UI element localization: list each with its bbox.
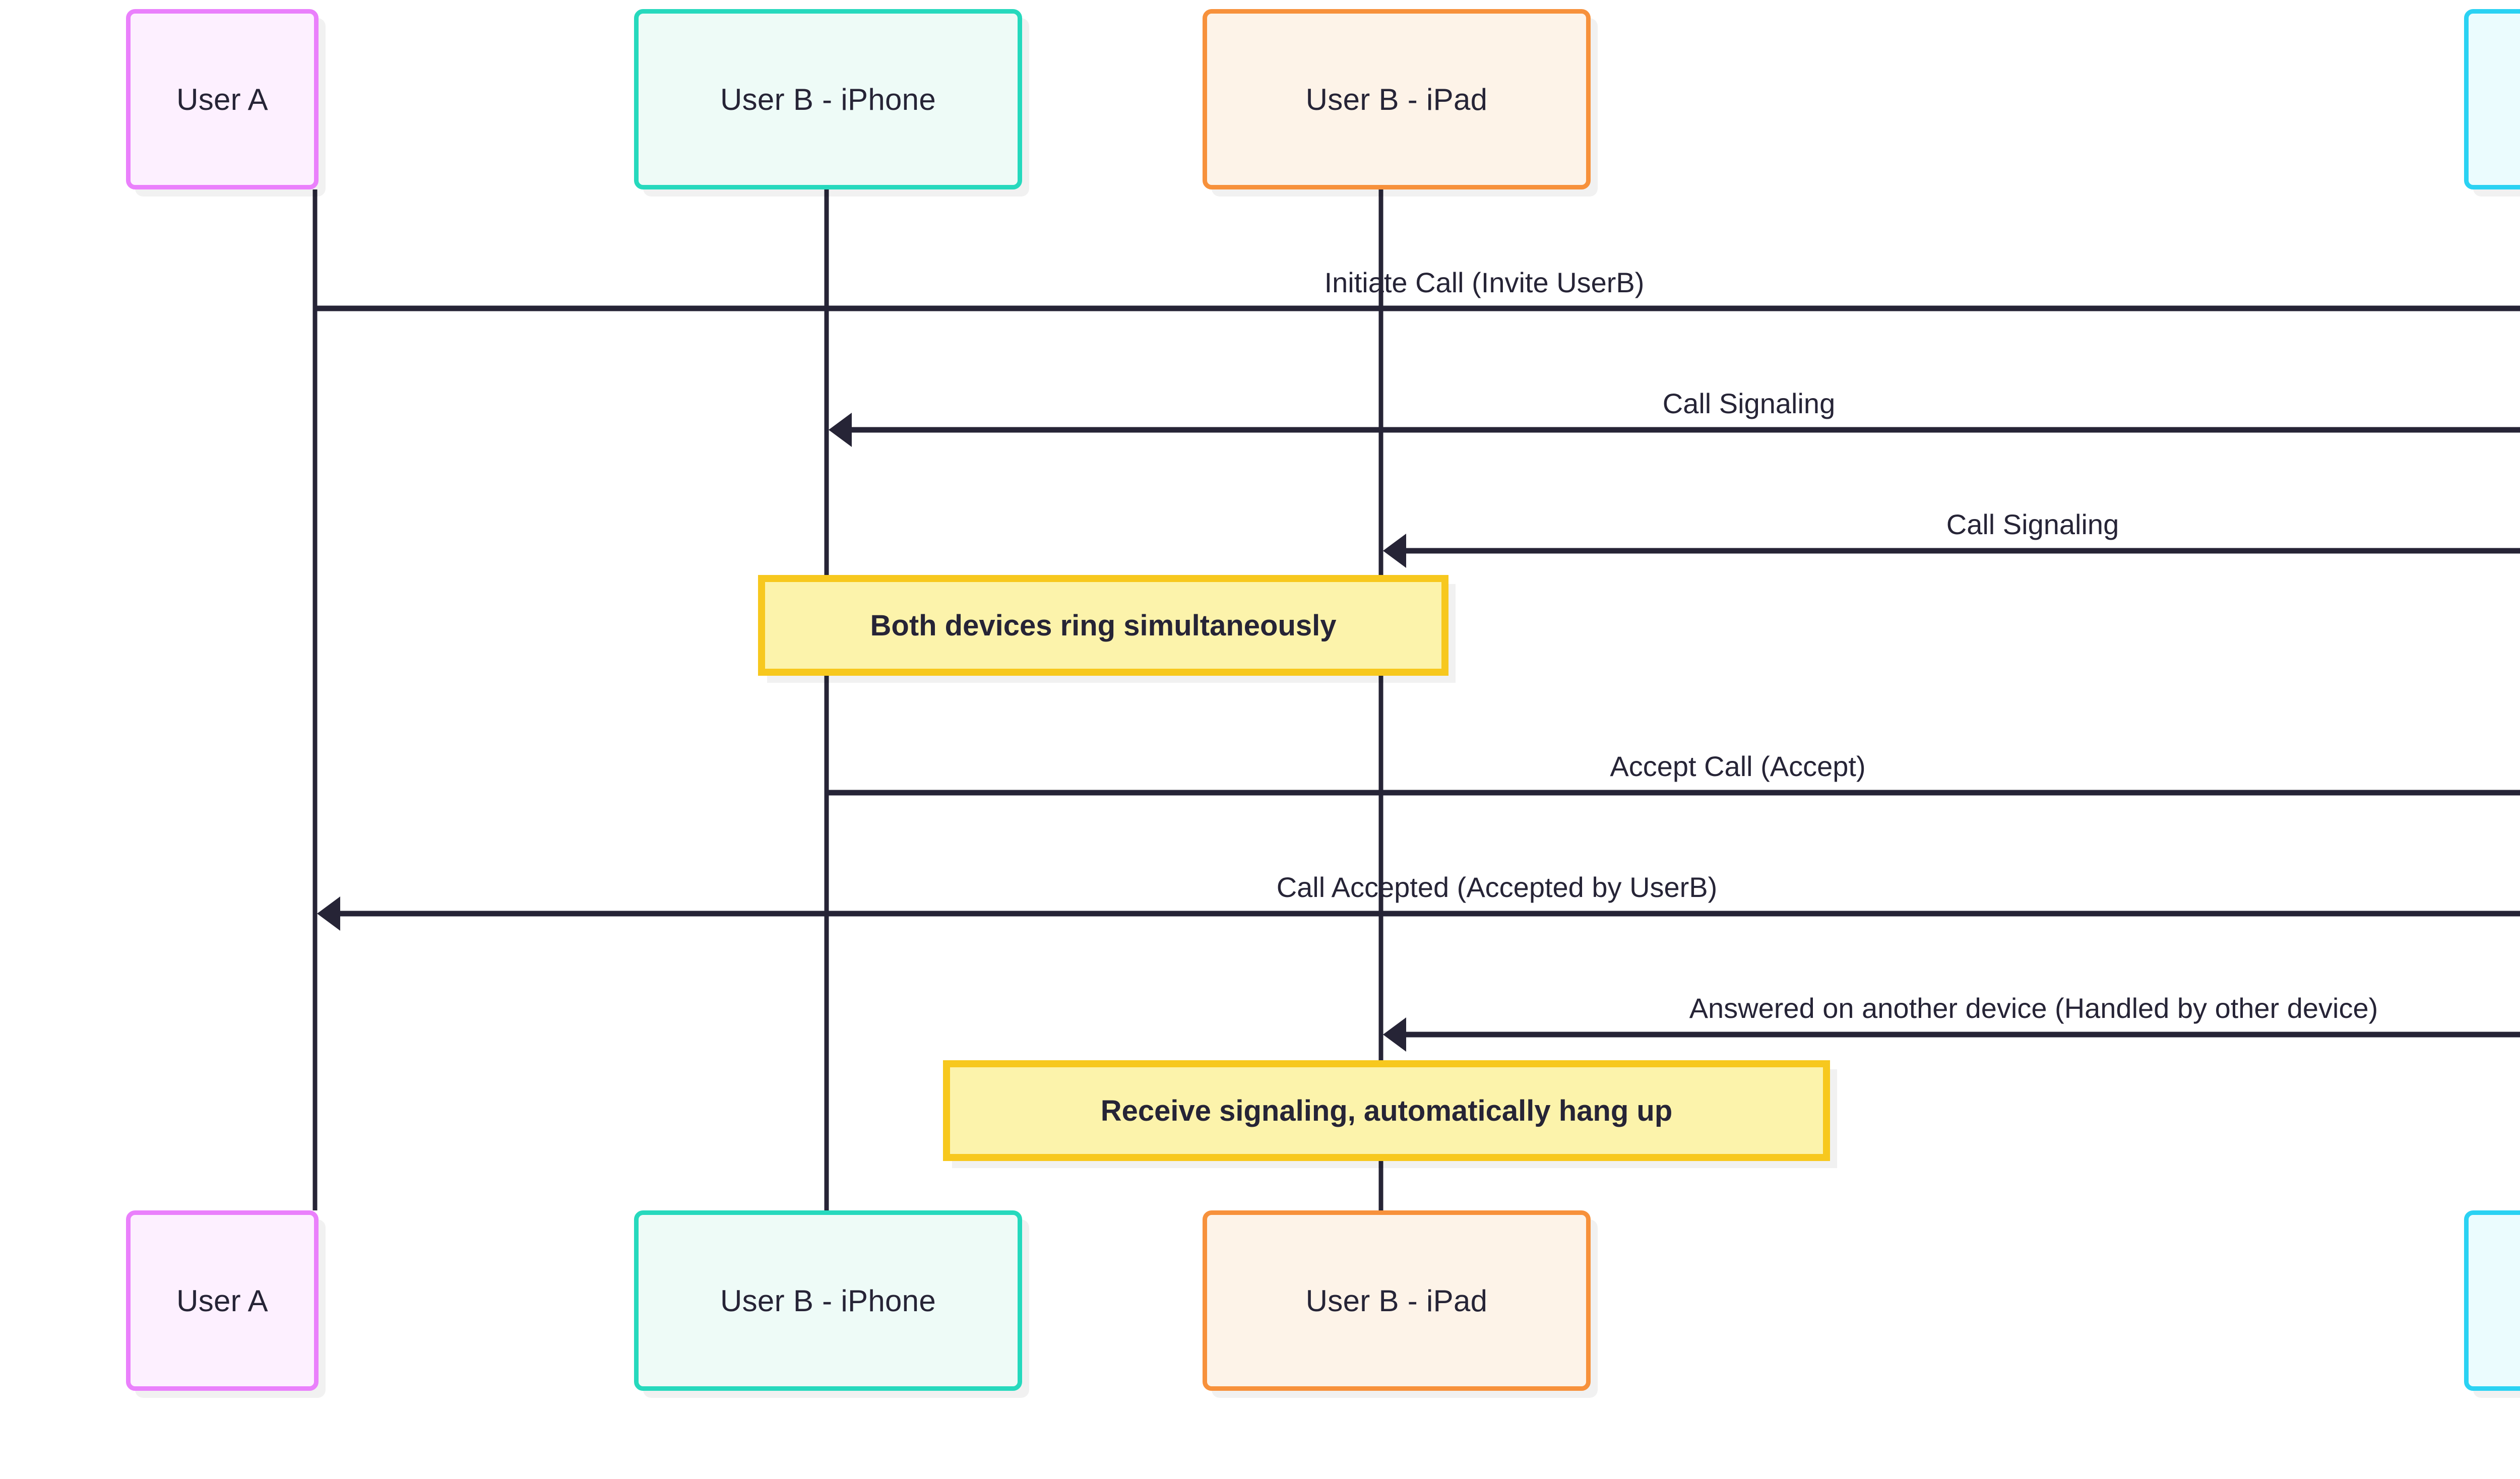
actor-label-user-b-ipad-top: User B - iPad	[1305, 82, 1488, 116]
lifelines-group	[312, 189, 1383, 1210]
arrow-head-msg-call-signaling-ipad	[1383, 534, 1406, 568]
actor-label-user-b-iphone-bottom: User B - iPhone	[720, 1283, 936, 1318]
message-label-msg-accept-call: Accept Call (Accept)	[1610, 750, 1866, 782]
message-label-msg-call-signaling-iphone: Call Signaling	[1662, 388, 1836, 419]
actor-label-user-a-top: User A	[176, 82, 268, 116]
message-label-msg-initiate-call: Initiate Call (Invite UserB)	[1324, 267, 1645, 298]
message-arrows-group	[315, 305, 2520, 1052]
arrow-head-msg-call-signaling-iphone	[829, 413, 852, 447]
message-label-msg-call-accepted: Call Accepted (Accepted by UserB)	[1276, 871, 1718, 903]
actor-box-tuicallkit-server-top[interactable]: TUICallKit Server	[2464, 9, 2520, 189]
message-label-msg-call-signaling-ipad: Call Signaling	[1946, 508, 2119, 540]
note-both-devices-ring[interactable]: Both devices ring simultaneously	[758, 575, 1448, 676]
note-auto-hang-up[interactable]: Receive signaling, automatically hang up	[943, 1060, 1830, 1161]
actor-label-user-a-bottom: User A	[176, 1283, 268, 1318]
actor-box-user-b-ipad-top[interactable]: User B - iPad	[1203, 9, 1591, 189]
actor-box-tuicallkit-server-bottom[interactable]: TUICallKit Server	[2464, 1210, 2520, 1391]
actor-box-user-b-iphone-top[interactable]: User B - iPhone	[634, 9, 1022, 189]
note-label-note-both-devices-ring: Both devices ring simultaneously	[870, 609, 1337, 642]
note-label-note-auto-hang-up: Receive signaling, automatically hang up	[1100, 1094, 1673, 1127]
actor-label-user-b-ipad-bottom: User B - iPad	[1305, 1283, 1488, 1318]
actor-box-user-b-iphone-bottom[interactable]: User B - iPhone	[634, 1210, 1022, 1391]
actor-box-user-a-top[interactable]: User A	[126, 9, 319, 189]
arrow-head-msg-call-accepted	[317, 896, 340, 931]
message-label-msg-answered-other-device: Answered on another device (Handled by o…	[1689, 992, 2378, 1024]
arrow-head-msg-answered-other-device	[1383, 1017, 1406, 1052]
actor-label-user-b-iphone-top: User B - iPhone	[720, 82, 936, 116]
actor-box-user-a-bottom[interactable]: User A	[126, 1210, 319, 1391]
actor-box-user-b-ipad-bottom[interactable]: User B - iPad	[1203, 1210, 1591, 1391]
